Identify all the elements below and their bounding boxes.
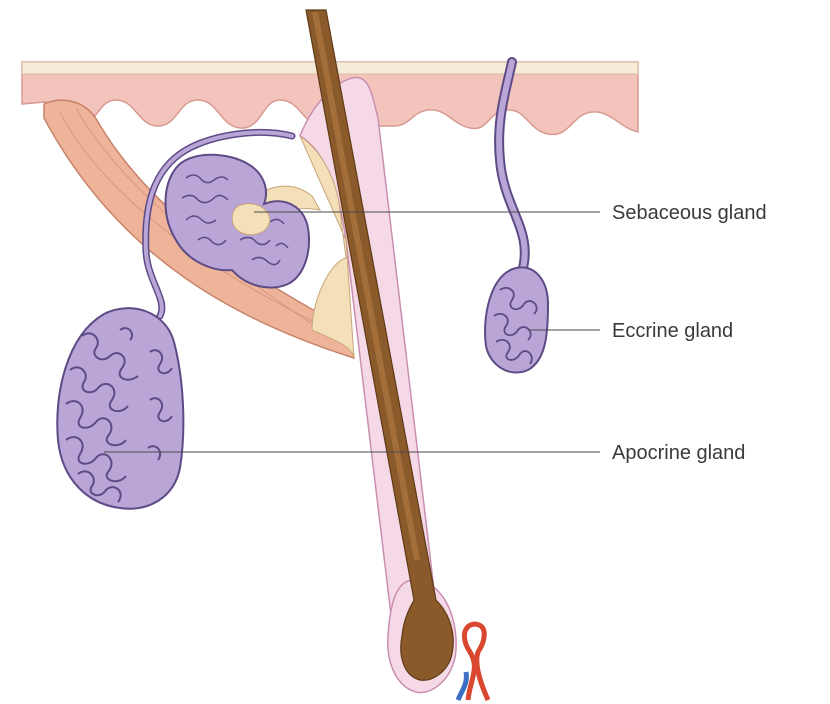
sebaceous-gland-label: Sebaceous gland xyxy=(612,202,767,224)
apocrine-gland xyxy=(57,308,183,508)
eccrine-gland-label: Eccrine gland xyxy=(612,320,733,342)
blood-vessel-red xyxy=(464,624,488,700)
eccrine-gland xyxy=(485,267,548,372)
apocrine-gland-label: Apocrine gland xyxy=(612,442,745,464)
blood-vessel-blue xyxy=(458,672,466,700)
